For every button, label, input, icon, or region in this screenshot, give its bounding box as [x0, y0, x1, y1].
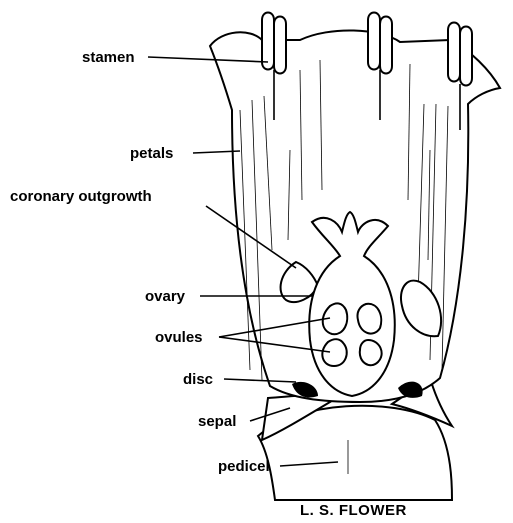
label-pedicel: pedicel [218, 458, 270, 475]
caption: L. S. FLOWER [300, 502, 407, 519]
label-coronary-outgrowth: coronary outgrowth [10, 188, 152, 205]
label-ovules: ovules [155, 329, 203, 346]
label-sepal: sepal [198, 413, 236, 430]
label-disc: disc [183, 371, 213, 388]
label-petals: petals [130, 145, 173, 162]
label-stamen: stamen [82, 49, 135, 66]
label-ovary: ovary [145, 288, 186, 305]
